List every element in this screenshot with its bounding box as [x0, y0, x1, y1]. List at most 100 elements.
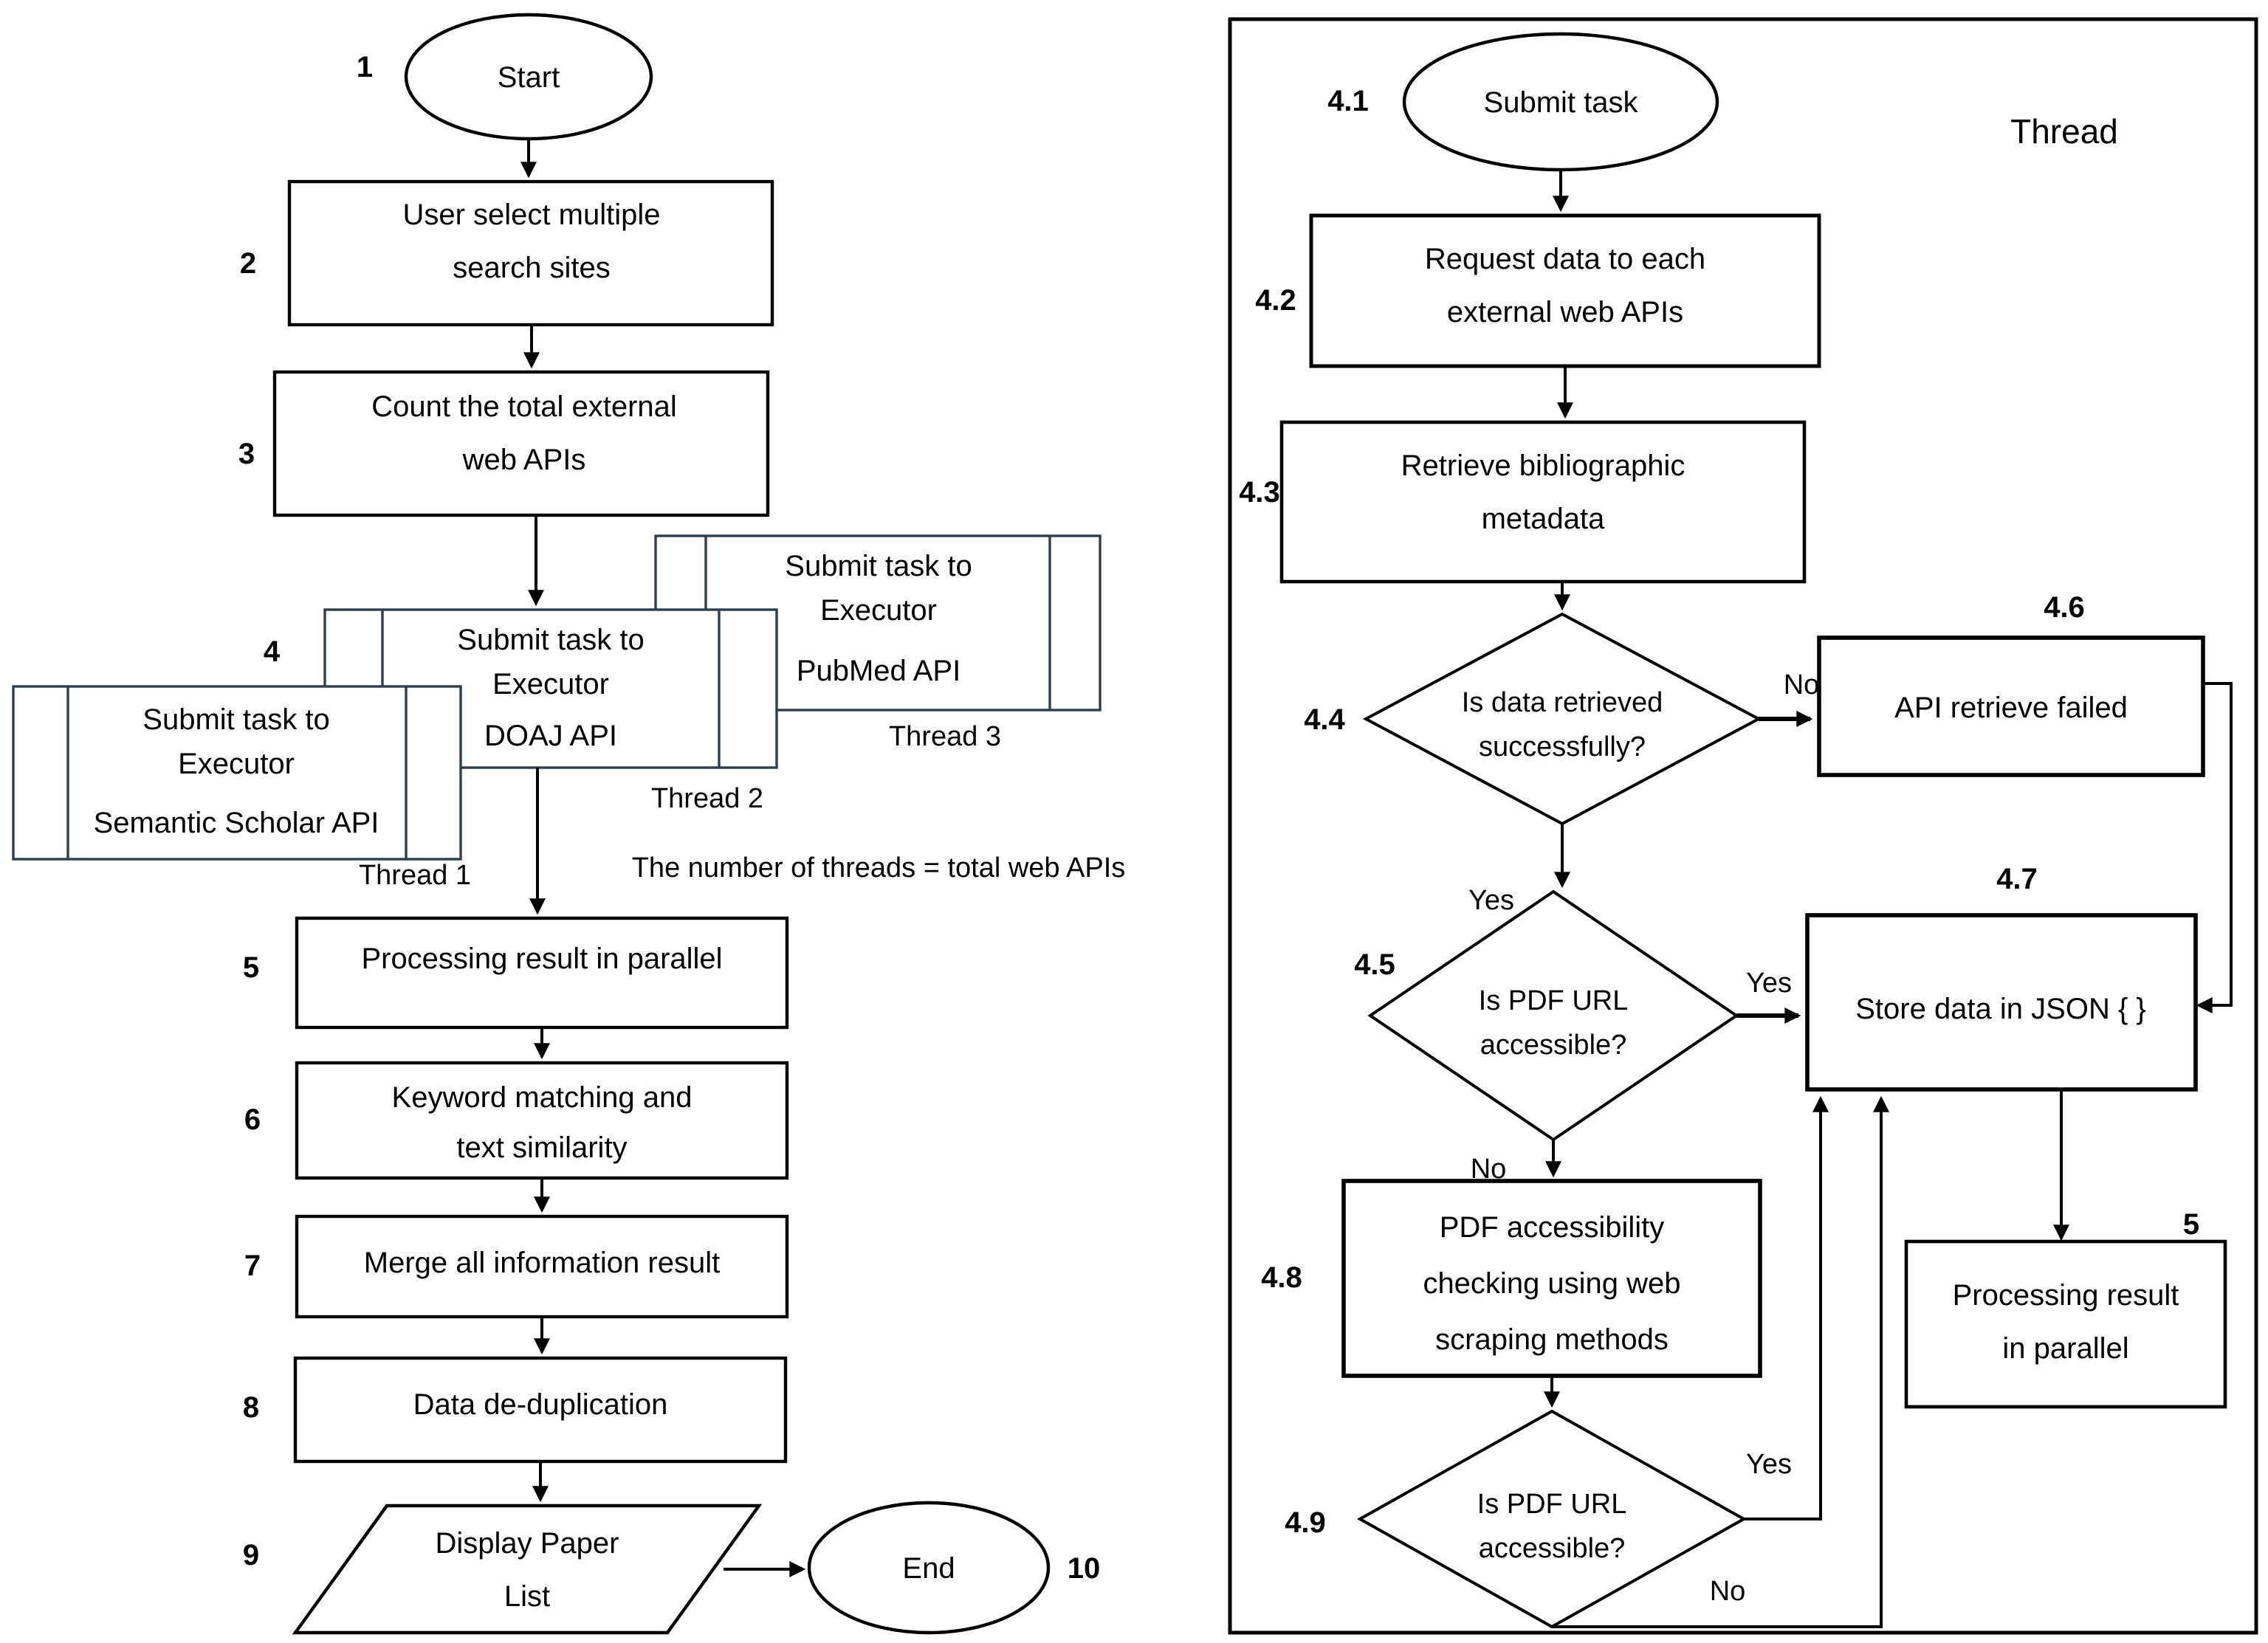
step-number-4: 4	[264, 636, 281, 668]
node-submit-task: Submit task 4.1	[1327, 32, 1719, 172]
thread2-caption: Thread 2	[651, 783, 763, 814]
node-is-pdf-accessible: Is PDF URL accessible? 4.5	[1354, 889, 1739, 1142]
processing-right-box	[1904, 1239, 2227, 1409]
retrieve-metadata-line1: Retrieve bibliographic	[1401, 450, 1685, 482]
count-apis-line1: Count the total external	[371, 390, 677, 423]
start-label: Start	[498, 61, 560, 94]
node-processing-right: Processing result in parallel 5	[1904, 1208, 2227, 1409]
step-number-9: 9	[243, 1539, 259, 1571]
retrieve-metadata-line2: metadata	[1482, 503, 1606, 535]
select-sites-line2: search sites	[453, 252, 610, 284]
dedup-label: Data de-duplication	[413, 1388, 668, 1421]
pubmed-line2: Executor	[820, 594, 937, 627]
submit-task-label: Submit task	[1484, 86, 1639, 119]
keyword-line2: text similarity	[456, 1132, 627, 1164]
node-api-failed: API retrieve failed 4.6	[1817, 591, 2205, 777]
merge-label: Merge all information result	[364, 1247, 720, 1279]
step-number-5-right: 5	[2183, 1208, 2199, 1241]
semantic-line1: Submit task to	[142, 703, 329, 736]
step-number-10: 10	[1068, 1552, 1101, 1585]
semantic-line3: Semantic Scholar API	[94, 807, 379, 839]
step-number-4-7: 4.7	[1996, 863, 2038, 895]
node-processing: Processing result in parallel 5	[243, 916, 789, 1030]
step-number-4-6: 4.6	[2044, 591, 2085, 624]
doaj-line1: Submit task to	[457, 624, 644, 656]
semantic-line2: Executor	[178, 748, 295, 780]
step-number-4-8: 4.8	[1261, 1261, 1302, 1294]
pubmed-line3: PubMed API	[797, 655, 961, 687]
count-apis-box	[272, 370, 770, 517]
display-line2: List	[504, 1580, 550, 1613]
step-number-4-1: 4.1	[1327, 85, 1369, 117]
step-number-6: 6	[244, 1103, 261, 1136]
threads-note: The number of threads = total web APIs	[632, 852, 1126, 884]
node-display: Display Paper List 9	[243, 1504, 763, 1635]
thread3-caption: Thread 3	[889, 721, 1001, 752]
processing-label: Processing result in parallel	[361, 943, 722, 975]
processing-right-line1: Processing result	[1953, 1279, 2179, 1312]
loop-49-no-to-47	[1552, 1095, 1889, 1628]
node-is-data-retrieved: Is data retrieved successfully? 4.4	[1304, 612, 1762, 826]
pdf-check-box	[1341, 1179, 1762, 1378]
main-flowchart: Start 1 User select multiple search site…	[12, 13, 1126, 1635]
display-line1: Display Paper	[435, 1527, 619, 1560]
thread-panel: Thread Submit task 4.1 Request data to e…	[1228, 17, 2258, 1635]
edge-label-no-49: No	[1710, 1576, 1746, 1607]
is-pdf-accessible-line2: accessible?	[1480, 1030, 1627, 1061]
is-pdf-accessible-2-line2: accessible?	[1479, 1533, 1626, 1564]
node-retrieve-metadata: Retrieve bibliographic metadata 4.3	[1239, 420, 1807, 584]
is-pdf-accessible-2-line1: Is PDF URL	[1477, 1489, 1627, 1520]
select-sites-line1: User select multiple	[402, 199, 660, 231]
is-data-retrieved-line2: successfully?	[1479, 731, 1646, 762]
node-keyword: Keyword matching and text similarity 6	[244, 1061, 789, 1180]
request-data-line1: Request data to each	[1425, 243, 1705, 275]
node-dedup: Data de-duplication 8	[243, 1356, 788, 1464]
connector-46-to-47	[2196, 682, 2233, 1013]
node-submit-thread1-semantic: Submit task to Executor Semantic Scholar…	[12, 685, 471, 891]
node-request-data: Request data to each external web APIs 4…	[1255, 213, 1821, 368]
step-number-2: 2	[240, 247, 256, 280]
step-number-4-4: 4.4	[1304, 703, 1345, 736]
request-data-box	[1309, 213, 1821, 368]
node-start: Start 1	[357, 13, 653, 141]
count-apis-line2: web APIs	[462, 444, 586, 476]
step-number-8: 8	[243, 1391, 259, 1424]
node-pdf-check: PDF accessibility checking using web scr…	[1261, 1179, 1762, 1378]
loop-49-yes-to-47	[1744, 1095, 1829, 1520]
doaj-line2: Executor	[492, 668, 609, 700]
doaj-line3: DOAJ API	[484, 720, 617, 752]
api-failed-label: API retrieve failed	[1894, 692, 2128, 724]
merge-box	[295, 1214, 789, 1319]
store-json-box	[1805, 913, 2198, 1092]
step-number-3: 3	[238, 438, 255, 470]
end-label: End	[902, 1552, 955, 1585]
pdf-check-line3: scraping methods	[1435, 1323, 1669, 1356]
node-merge: Merge all information result 7	[244, 1214, 789, 1319]
step-number-7: 7	[244, 1250, 261, 1282]
step-number-4-5: 4.5	[1354, 948, 1395, 981]
semantic-box	[12, 685, 462, 861]
processing-right-line2: in parallel	[2002, 1332, 2128, 1365]
step-number-1: 1	[357, 51, 373, 83]
edge-label-yes-44: Yes	[1468, 885, 1514, 916]
edge-label-no-44: No	[1784, 669, 1820, 700]
pdf-check-line2: checking using web	[1423, 1267, 1680, 1300]
edge-label-yes-45: Yes	[1746, 968, 1792, 999]
node-store-json: Store data in JSON { } 4.7	[1805, 863, 2198, 1092]
pdf-check-line1: PDF accessibility	[1440, 1211, 1665, 1244]
node-end: End 10	[807, 1501, 1101, 1635]
step-number-4-9: 4.9	[1285, 1506, 1326, 1539]
retrieve-metadata-box	[1279, 420, 1807, 584]
select-sites-box	[287, 179, 774, 327]
api-failed-box	[1817, 636, 2205, 777]
edge-label-yes-49: Yes	[1746, 1449, 1792, 1480]
step-number-4-3: 4.3	[1239, 476, 1280, 509]
dedup-box	[293, 1356, 788, 1464]
processing-box	[295, 916, 789, 1030]
pubmed-line1: Submit task to	[785, 550, 972, 582]
is-data-retrieved-line1: Is data retrieved	[1462, 687, 1663, 718]
is-pdf-accessible-line1: Is PDF URL	[1479, 985, 1629, 1016]
keyword-line1: Keyword matching and	[392, 1081, 693, 1114]
